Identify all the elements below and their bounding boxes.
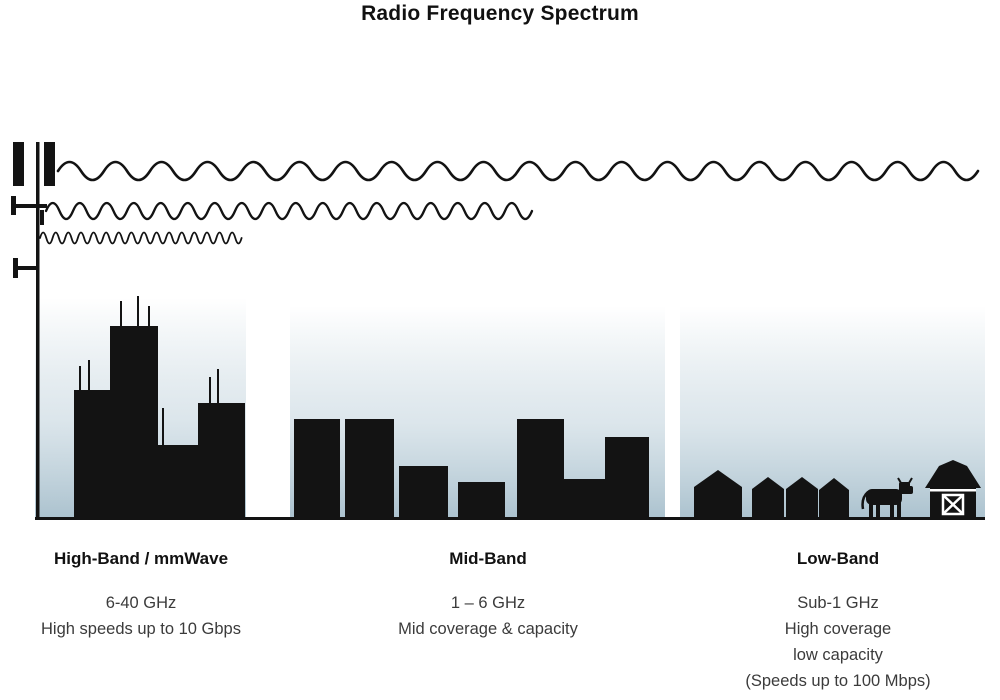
barn-door — [941, 493, 965, 516]
high-band-skyline-icon — [74, 296, 245, 518]
low-band-frequency: Sub-1 GHz — [797, 594, 879, 612]
barn-roof — [925, 460, 981, 488]
cow-leg — [897, 502, 901, 517]
antenna-mast — [88, 360, 90, 391]
cow-icon — [861, 477, 913, 517]
antenna-mast — [148, 306, 150, 327]
antenna-mast — [162, 408, 164, 446]
mid-band-frequency: 1 – 6 GHz — [450, 594, 526, 612]
high-band-caption: High-Band / mmWave 6-40 GHz High speeds … — [21, 549, 261, 642]
building — [564, 479, 605, 518]
high-band-frequency: 6-40 GHz — [105, 594, 177, 612]
antenna-mast — [79, 366, 81, 391]
antenna-arm — [16, 266, 38, 270]
low-band-detail: (Speeds up to 100 Mbps) — [745, 672, 931, 690]
barn-trim — [930, 489, 976, 492]
high-band-label: High-Band / mmWave — [53, 549, 229, 568]
building — [74, 390, 110, 518]
antenna-cap — [13, 258, 18, 278]
house-icon — [694, 470, 742, 518]
cow-snout — [906, 486, 913, 494]
tower-mast — [36, 142, 40, 518]
mid-band-label: Mid-Band — [449, 549, 527, 568]
high-band-detail: High speeds up to 10 Gbps — [41, 620, 241, 638]
building — [399, 466, 448, 518]
low-band-label: Low-Band — [796, 549, 880, 568]
building — [605, 437, 649, 518]
barn-icon — [925, 460, 981, 518]
antenna-mast — [120, 301, 122, 327]
barn-door-cross — [942, 494, 964, 515]
low-band-detail: High coverage — [784, 620, 892, 638]
house-icon — [819, 478, 849, 518]
mid-band-skyline-icon — [294, 419, 649, 518]
antenna-mast — [217, 369, 219, 404]
cow-horns — [897, 477, 913, 484]
antenna-arm — [13, 204, 47, 208]
building — [158, 445, 198, 518]
cow-leg — [876, 502, 880, 517]
building — [458, 482, 505, 518]
building — [294, 419, 340, 518]
antenna-mast — [137, 296, 139, 327]
low-band-detail: low capacity — [793, 646, 883, 664]
building — [517, 419, 564, 518]
cow-leg — [890, 502, 894, 517]
mid-band-detail: Mid coverage & capacity — [398, 620, 578, 638]
antenna-panel-right — [44, 142, 55, 186]
cow-leg — [869, 502, 873, 517]
mid-band-caption: Mid-Band 1 – 6 GHz Mid coverage & capaci… — [368, 549, 608, 642]
low-band-wave-icon — [56, 160, 980, 182]
building — [110, 326, 158, 518]
diagram-title: Radio Frequency Spectrum — [361, 2, 639, 25]
low-band-caption: Low-Band Sub-1 GHz High coverage low cap… — [698, 549, 978, 694]
antenna-tick — [40, 210, 44, 225]
house-icon — [786, 477, 818, 518]
antenna-panel-left — [13, 142, 24, 186]
cow-body — [866, 489, 902, 505]
house-icon — [752, 477, 784, 518]
antenna-mast — [209, 377, 211, 404]
high-band-wave-icon — [39, 231, 243, 245]
mid-band-wave-icon — [44, 201, 534, 221]
building — [198, 403, 245, 518]
building — [345, 419, 394, 518]
cell-tower-icon — [11, 142, 55, 518]
ground-line — [35, 517, 985, 520]
low-band-rural-icon — [694, 460, 981, 518]
